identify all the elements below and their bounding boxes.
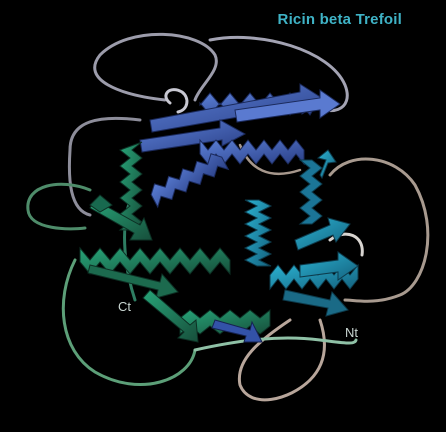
strand-left-1 [89,199,153,241]
helix-top-2 [199,138,305,166]
loop-right-outer [328,157,430,303]
coil-loops [26,32,430,402]
helix-right-3 [298,159,323,225]
loop-left-outer [26,182,92,231]
strand-right-3 [282,289,349,317]
strand-bottom-blue [211,319,263,343]
subdomain-right [243,149,359,317]
loop-bottom-right [237,318,326,402]
figure-title: Ricin beta Trefoil [277,11,402,28]
subdomain-top [139,83,341,209]
strand-right-1 [294,217,351,251]
strand-top-3 [234,89,341,123]
helix-top-3 [150,153,230,209]
loop-top-outer [93,32,218,102]
loop-left-lower [61,258,197,387]
loop-bottom [193,336,358,352]
helix-right-1 [243,199,273,267]
helix-left-3 [179,308,271,336]
strand-right-2 [299,251,359,281]
subdomain-left [79,141,271,343]
helix-left-2 [79,246,231,276]
strand-right-4 [316,149,337,180]
strand-left-2 [87,264,179,299]
strand-left-3 [142,289,199,343]
n-terminus-label: Nt [345,325,358,340]
strand-left-4 [89,194,113,213]
loop-top-left [67,116,142,217]
strand-top-2 [139,119,247,153]
loop-top-small [164,88,189,114]
c-terminus-label: Ct [118,299,131,314]
